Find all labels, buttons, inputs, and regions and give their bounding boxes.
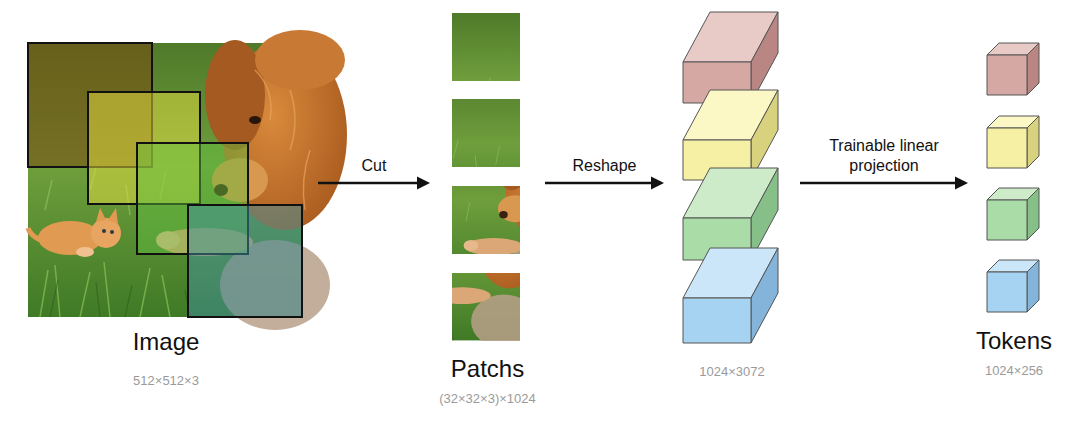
patch-thumbnail bbox=[357, 169, 547, 348]
token-cube bbox=[987, 43, 1039, 95]
flattened-bar bbox=[683, 90, 778, 180]
stage-title: Image bbox=[133, 328, 200, 357]
stage-group: Image 512×512×3 bbox=[14, 5, 318, 412]
step-label: Trainable linear projection bbox=[809, 136, 959, 176]
dimension-label: (32×32×3)×1024 bbox=[439, 391, 536, 407]
stage-title: Patchs bbox=[451, 355, 524, 384]
stage-group: 1024×3072 bbox=[664, 5, 800, 412]
dimension-label: 512×512×3 bbox=[133, 373, 199, 389]
flattened-bar bbox=[683, 12, 778, 103]
dimension-label: 1024×3072 bbox=[699, 364, 764, 380]
patch-thumbnail bbox=[385, 117, 580, 301]
token-cube bbox=[987, 260, 1039, 312]
patch-frame bbox=[188, 205, 302, 317]
flow-arrow bbox=[800, 177, 968, 190]
stage-group: Tokens 1024×256 bbox=[968, 5, 1060, 412]
flattened-bar bbox=[683, 248, 778, 343]
stage-group: Patchs (32×32×3)×1024 bbox=[430, 5, 545, 412]
dimension-label: 1024×256 bbox=[985, 363, 1043, 379]
flow-arrow bbox=[318, 177, 430, 190]
input-image bbox=[28, 30, 347, 330]
token-cube bbox=[987, 116, 1039, 168]
flow-arrow bbox=[545, 177, 664, 190]
stage-title: Tokens bbox=[976, 327, 1052, 356]
step-label: Cut bbox=[362, 156, 387, 176]
flattened-bar bbox=[683, 168, 778, 260]
step-label: Reshape bbox=[572, 156, 636, 176]
token-cube bbox=[987, 188, 1039, 240]
